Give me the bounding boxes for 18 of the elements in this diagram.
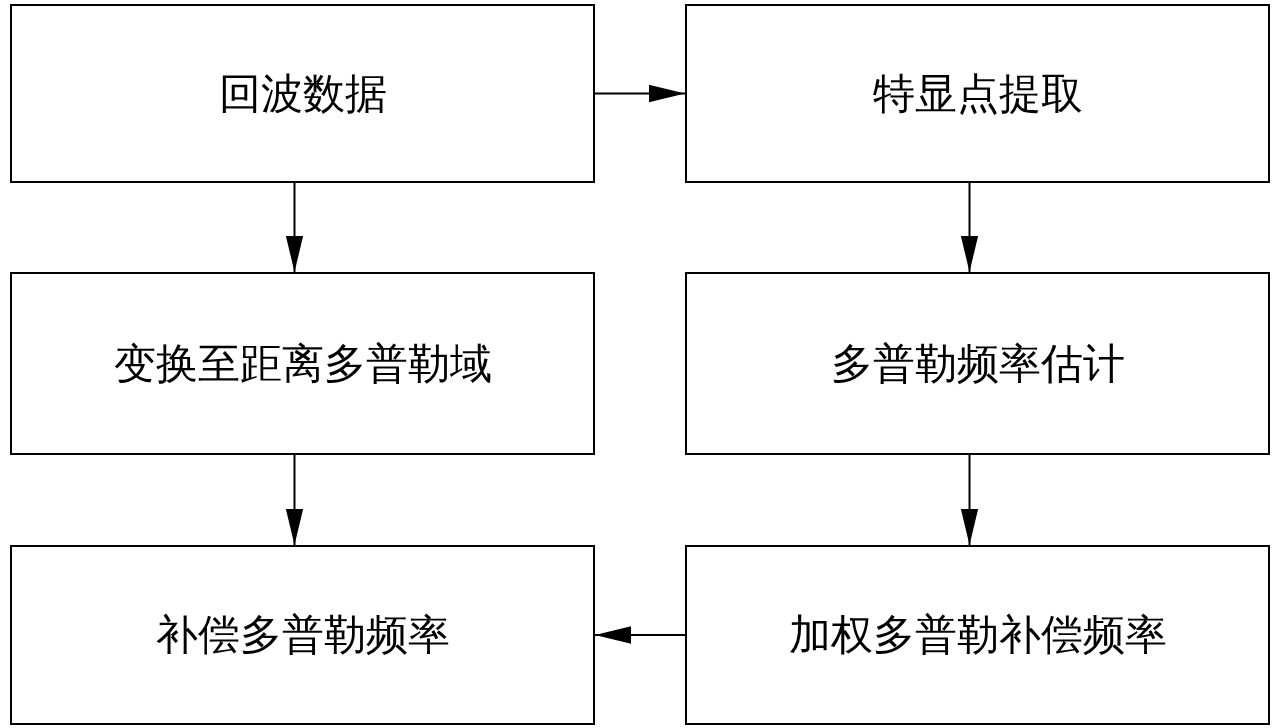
arrow [285,182,304,273]
arrow [285,454,304,546]
arrow [960,182,979,273]
arrow [960,454,979,546]
box-label: 特显点提取 [872,67,1083,120]
arrow [594,84,686,103]
box-label: 补偿多普勒频率 [155,609,450,661]
process-box [10,272,595,455]
process-box [685,545,1270,725]
process-box [685,4,1270,183]
arrow [594,626,686,644]
process-box [685,272,1270,455]
box-label: 回波数据 [218,67,387,120]
box-label: 加权多普勒补偿频率 [788,609,1167,661]
process-box [10,545,595,725]
box-label: 变换至距离多普勒域 [113,337,492,390]
box-label: 多普勒频率估计 [830,337,1125,390]
process-box [10,4,595,183]
